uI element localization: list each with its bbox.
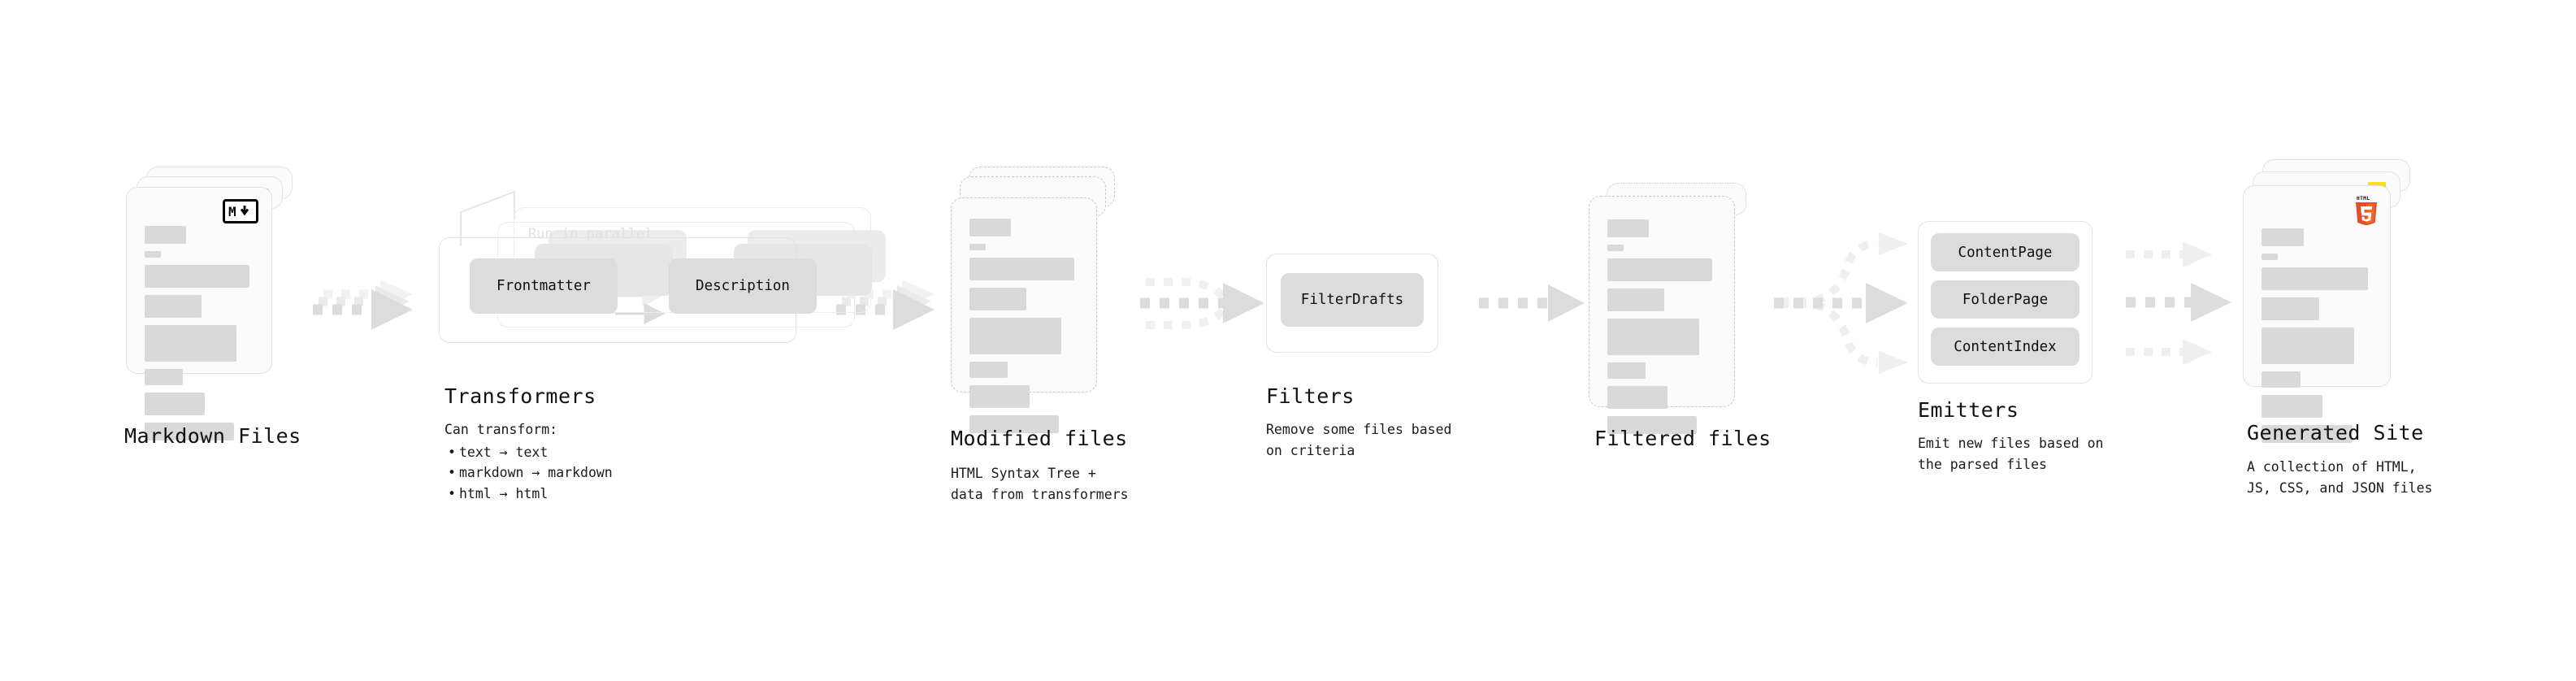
doc-line: [969, 219, 1011, 236]
doc-line: [969, 244, 987, 250]
caption-transformers: Transformers: [445, 384, 596, 408]
doc-line: [1607, 219, 1649, 237]
caption-generated-site: Generated Site: [2247, 421, 2424, 445]
doc-line: [1607, 362, 1646, 379]
caption-filters-sub: Remove some files based on criteria: [1266, 422, 1452, 458]
generated-site-stack: CSS HTML: [2243, 159, 2430, 443]
doc-line: [145, 251, 162, 258]
doc-line: [1607, 288, 1664, 311]
doc-line: [2262, 267, 2368, 290]
caption-emitters: Emitters: [1918, 398, 2019, 422]
connector-markdown-to-transformers: [313, 280, 413, 330]
emitter-chip-contentpage[interactable]: ContentPage: [1931, 233, 2079, 271]
transformers-bullet-list: text → text markdown → markdown html → h…: [445, 442, 713, 505]
transformers-sub-lead: Can transform:: [445, 422, 558, 437]
stage-filtered-files: [1589, 183, 1763, 434]
caption-transformers-sub: Can transform: text → text markdown → ma…: [445, 419, 713, 504]
transformer-chip-description[interactable]: Description: [669, 258, 817, 314]
caption-modified-files: Modified files: [951, 427, 1128, 450]
connector-modified-to-filters: [1140, 278, 1264, 329]
filter-chip-filterdrafts[interactable]: FilterDrafts: [1281, 273, 1424, 327]
doc-content-lines: [2262, 228, 2372, 443]
filtered-file-stack: [1589, 183, 1763, 434]
svg-text:M: M: [228, 204, 236, 219]
doc-line: [969, 288, 1026, 310]
doc-line: [145, 369, 183, 385]
doc-line: [145, 325, 236, 362]
stage-generated-site: CSS HTML: [2243, 159, 2430, 443]
doc-line: [145, 265, 249, 288]
caption-filters: Filters: [1266, 384, 1355, 408]
doc-content-lines: [1607, 219, 1716, 434]
emitter-chip-contentindex[interactable]: ContentIndex: [1931, 327, 2079, 366]
site-card-html: HTML: [2243, 185, 2391, 443]
doc-content-lines: [969, 219, 1078, 433]
caption-emitters-sub: Emit new files based on the parsed files: [1918, 436, 2104, 472]
markdown-card-front: M: [126, 187, 272, 440]
transformers-bullet: html → html: [448, 484, 713, 505]
doc-line: [969, 385, 1030, 408]
stage-markdown-files: M M M: [126, 167, 297, 440]
svg-text:HTML: HTML: [2357, 196, 2370, 202]
doc-line: [1607, 245, 1624, 251]
connector-filtered-to-emitters: [1774, 232, 1908, 374]
html5-icon: HTML: [2353, 194, 2379, 228]
doc-line: [145, 226, 186, 244]
doc-line: [969, 362, 1008, 378]
emitter-chip-folderpage[interactable]: FolderPage: [1931, 280, 2079, 319]
markdown-icon: M: [223, 199, 258, 223]
doc-content-lines: [145, 226, 254, 440]
doc-line: [1607, 386, 1667, 409]
caption-filtered-files: Filtered files: [1594, 427, 1772, 450]
transformers-bullet: text → text: [448, 442, 713, 463]
connector-emitters-to-site: [2126, 241, 2231, 365]
doc-line: [145, 393, 205, 415]
filtered-card-front: [1589, 196, 1735, 434]
doc-line: [2262, 327, 2355, 364]
doc-line: [2262, 395, 2322, 418]
doc-line: [2262, 228, 2304, 246]
caption-markdown-files: Markdown Files: [124, 424, 301, 448]
doc-line: [1607, 416, 1697, 434]
transformers-bullet: markdown → markdown: [448, 462, 713, 484]
doc-line: [2262, 254, 2279, 260]
modified-card-front: [951, 197, 1097, 433]
doc-line: [145, 423, 234, 440]
doc-line: [1607, 258, 1712, 281]
doc-line: [2262, 371, 2301, 388]
caption-modified-files-sub: HTML Syntax Tree + data from transformer…: [951, 466, 1129, 502]
doc-line: [969, 258, 1074, 280]
modified-file-stack: [951, 167, 1125, 433]
doc-line: [969, 318, 1061, 354]
markdown-file-stack: M M M: [126, 167, 297, 440]
caption-generated-site-sub: A collection of HTML, JS, CSS, and JSON …: [2247, 459, 2433, 496]
doc-line: [145, 295, 202, 318]
doc-line: [2262, 297, 2319, 320]
doc-line: [969, 415, 1059, 433]
doc-line: [1607, 319, 1699, 355]
transformer-chip-frontmatter[interactable]: Frontmatter: [470, 258, 618, 314]
doc-line: [2262, 425, 2353, 443]
label-run-in-parallel: Run in parallel: [528, 226, 653, 242]
stage-modified-files: [951, 167, 1125, 433]
connector-filters-to-filtered: [1479, 284, 1585, 322]
